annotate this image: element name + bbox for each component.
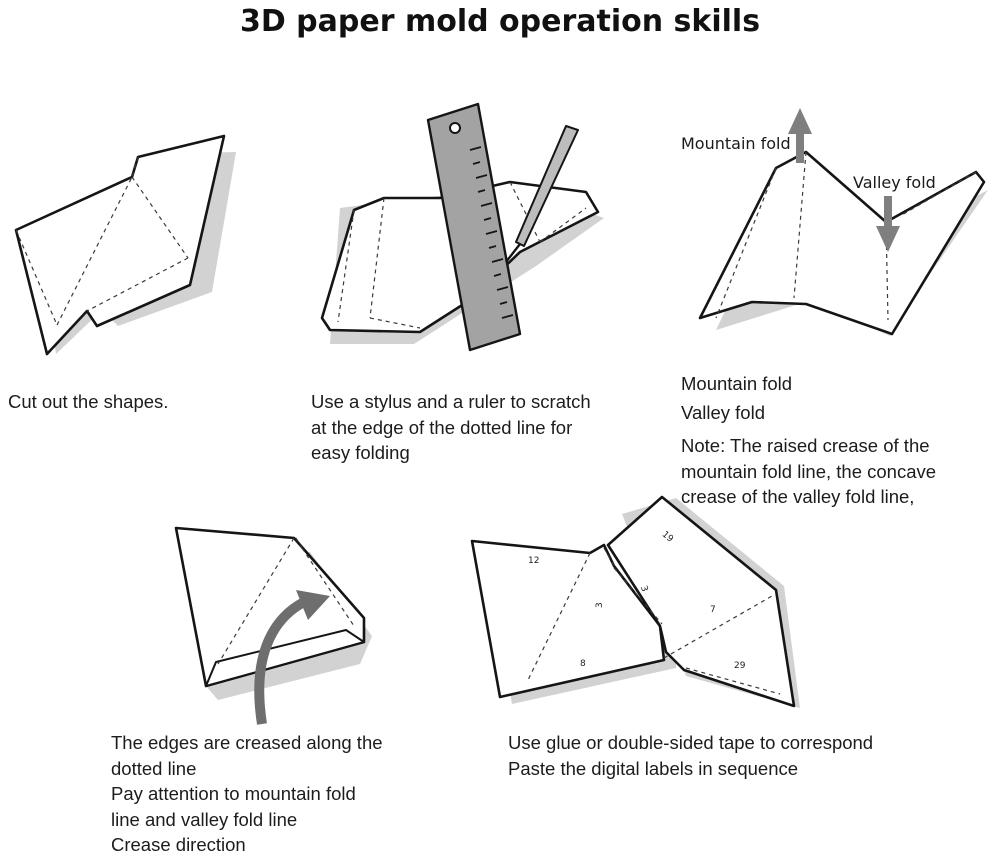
valley-fold-label: Valley fold <box>853 173 936 192</box>
cut-caption: Cut out the shapes. <box>8 389 168 415</box>
piece-number: 29 <box>734 661 746 671</box>
piece-number: 3 <box>638 585 649 594</box>
caption-line: dotted line <box>111 757 197 779</box>
caption-line: at the edge of the dotted line for <box>311 416 573 438</box>
caption-line: crease of the valley fold line, <box>681 486 915 507</box>
crease-illustration <box>174 526 372 725</box>
caption-line: Note: The raised crease of the <box>681 435 930 456</box>
caption-line: Pay attention to mountain fold <box>111 783 356 804</box>
valley-fold-arrow <box>876 196 900 252</box>
mountain-fold-arrow <box>788 108 812 163</box>
ruler-hole <box>449 122 461 134</box>
caption-line: Valley fold <box>681 401 765 423</box>
caption-line: Paste the digital labels in sequence <box>508 757 799 779</box>
glue-caption: Use glue or double-sided tape to corresp… <box>508 730 873 781</box>
ruler-ticks <box>469 146 514 319</box>
glue-illustration: 12 3 8 19 3 7 29 <box>470 495 800 708</box>
caption-line: Cut out the shapes. <box>8 391 169 412</box>
score-caption: Use a stylus and a ruler to scratch at t… <box>311 389 591 466</box>
caption-line: mountain fold line, the concave <box>681 460 937 482</box>
caption-line: easy folding <box>311 442 410 463</box>
page-title: 3D paper mold operation skills <box>239 4 761 39</box>
caption-line: The edges are creased along the <box>111 732 383 753</box>
piece-number: 8 <box>580 659 586 669</box>
piece-number: 3 <box>595 602 605 608</box>
caption-line: Use glue or double-sided tape to corresp… <box>508 732 874 753</box>
crease-direction-arrow <box>254 597 307 725</box>
crease-caption: The edges are creased along the dotted l… <box>111 730 383 858</box>
piece-number: 12 <box>528 556 539 566</box>
cut-shape-illustration <box>14 134 236 356</box>
stylus-ruler-illustration <box>320 102 604 352</box>
ruler <box>426 102 522 352</box>
caption-line: line and valley fold line <box>111 808 298 830</box>
fold-illustration: Mountain fold Valley fold <box>681 108 988 336</box>
caption-line: Crease direction <box>111 834 246 855</box>
stylus <box>515 125 579 247</box>
caption-line: Use a stylus and a ruler to scratch <box>311 391 591 412</box>
piece-number: 7 <box>710 605 716 615</box>
mountain-fold-label: Mountain fold <box>681 134 791 153</box>
fold-caption: Mountain fold Valley fold Note: The rais… <box>681 371 936 510</box>
caption-line: Mountain fold <box>681 373 793 394</box>
